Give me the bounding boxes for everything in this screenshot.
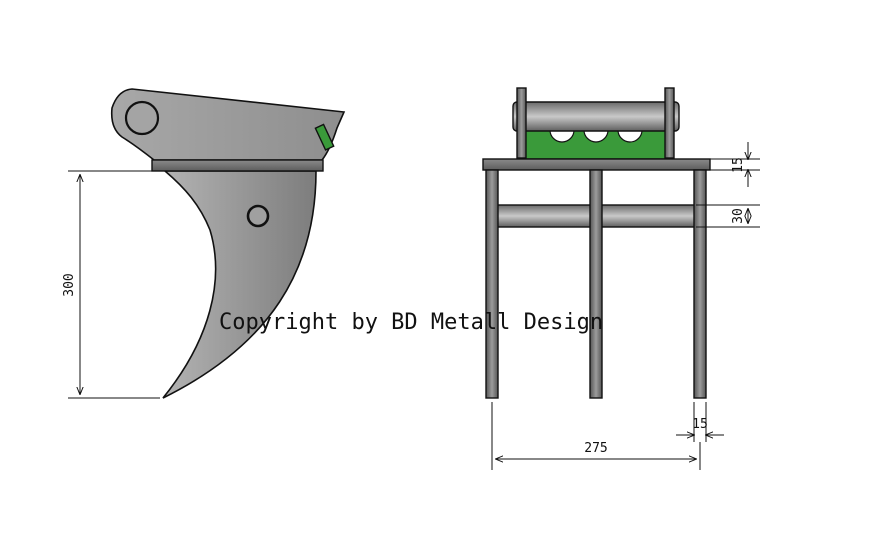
side-view: 300 xyxy=(62,88,346,399)
tooth-pin-hole xyxy=(246,204,270,228)
top-tube xyxy=(512,101,680,132)
bracket-hole-2 xyxy=(583,129,609,143)
dimension-top-plate-15: 15 xyxy=(731,157,746,173)
side-plate-right xyxy=(664,87,675,159)
copyright-watermark: Copyright by BD Metall Design xyxy=(219,310,603,335)
leg-left xyxy=(485,169,499,399)
dimension-rear-tube-30: 30 xyxy=(731,208,746,224)
bracket-hole-1 xyxy=(549,129,575,143)
ripper-tooth xyxy=(162,170,317,399)
leg-right xyxy=(693,169,707,399)
head-pin-hole xyxy=(124,100,160,136)
bracket-side xyxy=(314,123,335,151)
side-plate-left xyxy=(516,87,527,159)
dimension-leg-15: 15 xyxy=(692,417,708,432)
base-plate-side xyxy=(151,159,324,172)
dimension-height-300: 300 xyxy=(62,273,77,296)
bracket-hole-3 xyxy=(617,129,643,143)
dimension-width-275: 275 xyxy=(584,441,607,456)
top-plate xyxy=(482,158,711,171)
leg-center xyxy=(589,169,603,399)
front-view: 15 30 15 275 xyxy=(482,87,760,470)
